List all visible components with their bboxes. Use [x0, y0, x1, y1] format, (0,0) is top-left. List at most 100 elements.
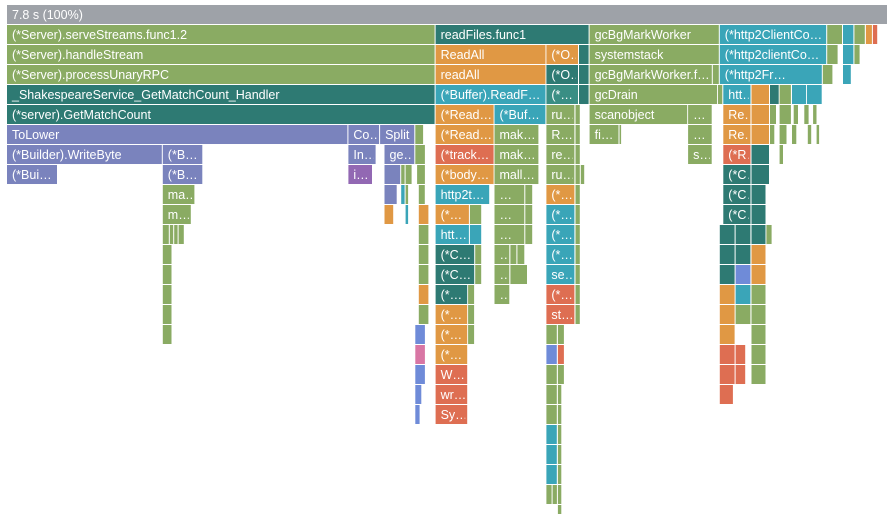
flame-frame-bar[interactable] [751, 245, 766, 264]
flame-frame-bar[interactable] [435, 405, 468, 424]
flame-frame-bar[interactable] [854, 25, 865, 44]
flame-frame[interactable]: W… [435, 365, 468, 384]
flame-frame-bar[interactable] [751, 185, 766, 204]
flame-frame[interactable] [510, 245, 517, 264]
flame-frame-bar[interactable] [718, 85, 723, 104]
flame-frame-bar[interactable] [546, 285, 575, 304]
flame-frame[interactable] [418, 185, 425, 204]
flame-frame-bar[interactable] [469, 205, 482, 224]
flame-frame[interactable] [792, 125, 797, 144]
flame-frame[interactable] [415, 145, 425, 164]
flame-frame[interactable]: (*… [546, 85, 578, 104]
flame-frame[interactable]: wr… [435, 385, 468, 404]
flame-frame[interactable] [735, 225, 751, 244]
flame-frame[interactable] [557, 365, 564, 384]
flame-frame-bar[interactable] [735, 345, 746, 364]
flame-frame-bar[interactable] [719, 365, 735, 384]
flame-frame[interactable]: ru… [546, 165, 575, 184]
flame-frame[interactable]: … [494, 225, 525, 244]
flame-frame[interactable]: re… [546, 145, 575, 164]
flame-frame[interactable]: (*C… [723, 165, 759, 184]
flame-frame-bar[interactable] [469, 225, 482, 244]
flame-frame-bar[interactable] [418, 225, 429, 244]
flame-frame[interactable] [751, 225, 766, 244]
flame-frame-bar[interactable] [401, 185, 405, 204]
flame-frame[interactable] [557, 405, 562, 424]
flame-frame[interactable]: (*… [435, 285, 468, 304]
flame-frame[interactable] [418, 305, 429, 324]
flame-frame-bar[interactable] [418, 285, 429, 304]
flame-frame-bar[interactable] [7, 125, 348, 144]
flame-frame-bar[interactable] [688, 105, 712, 124]
flame-frame-bar[interactable] [751, 105, 770, 124]
flame-frame-bar[interactable] [557, 345, 564, 364]
flame-frame[interactable] [405, 205, 409, 224]
flame-frame-bar[interactable] [580, 165, 585, 184]
flame-frame-bar[interactable] [546, 245, 575, 264]
flame-frame[interactable] [751, 265, 766, 284]
flame-frame[interactable] [854, 45, 860, 64]
flame-frame-bar[interactable] [435, 85, 546, 104]
flame-frame-bar[interactable] [525, 205, 533, 224]
flame-frame-bar[interactable] [546, 145, 575, 164]
flame-frame-bar[interactable] [779, 145, 783, 164]
root-frame-bar[interactable] [7, 5, 887, 24]
flame-frame-bar[interactable] [843, 45, 854, 64]
flame-frame-bar[interactable] [688, 145, 712, 164]
flame-frame[interactable] [557, 465, 562, 484]
flame-frame[interactable] [719, 285, 735, 304]
flame-frame[interactable] [735, 365, 746, 384]
flame-frame[interactable] [807, 125, 812, 144]
flame-frame-bar[interactable] [418, 305, 429, 324]
flame-frame[interactable] [751, 205, 766, 224]
root-frame[interactable]: 7.8 s (100%) [7, 5, 887, 24]
flame-frame[interactable] [546, 485, 552, 504]
flame-frame-bar[interactable] [557, 485, 562, 504]
flame-frame-bar[interactable] [546, 65, 578, 84]
flame-frame[interactable]: … [494, 185, 525, 204]
flame-frame[interactable] [751, 365, 766, 384]
flame-frame[interactable] [575, 265, 580, 284]
flame-frame-bar[interactable] [510, 245, 517, 264]
flame-frame[interactable] [735, 285, 751, 304]
flame-frame-bar[interactable] [435, 365, 468, 384]
flame-frame[interactable] [415, 325, 425, 344]
flame-frame[interactable]: (*Read… [435, 125, 494, 144]
flame-frame[interactable]: (*track… [435, 145, 494, 164]
flame-frame-bar[interactable] [384, 145, 415, 164]
flame-frame[interactable]: (*http2Fr… [719, 65, 822, 84]
flame-frame-bar[interactable] [435, 105, 494, 124]
flame-frame[interactable]: http2t… [435, 185, 490, 204]
flame-frame-bar[interactable] [589, 65, 712, 84]
flame-frame[interactable] [575, 105, 580, 124]
flame-frame-bar[interactable] [494, 285, 510, 304]
flame-frame[interactable] [401, 185, 405, 204]
flame-frame-bar[interactable] [162, 325, 172, 344]
flame-frame[interactable] [575, 125, 580, 144]
flame-frame-bar[interactable] [415, 325, 425, 344]
flame-frame[interactable] [415, 385, 422, 404]
flame-frame-bar[interactable] [751, 85, 770, 104]
flame-frame[interactable] [162, 305, 172, 324]
flame-frame-bar[interactable] [546, 45, 578, 64]
flame-frame-bar[interactable] [418, 265, 429, 284]
flame-frame-bar[interactable] [766, 225, 772, 244]
flame-frame-bar[interactable] [162, 185, 195, 204]
flame-frame-bar[interactable] [719, 385, 733, 404]
flame-frame[interactable] [804, 105, 809, 124]
flame-frame-bar[interactable] [770, 105, 776, 124]
flame-frame-bar[interactable] [557, 425, 562, 444]
flame-frame-bar[interactable] [162, 285, 172, 304]
flame-frame[interactable] [557, 445, 562, 464]
flame-frame-bar[interactable] [162, 245, 172, 264]
flame-frame[interactable] [735, 265, 751, 284]
flame-frame[interactable]: gcBgMarkWorker [589, 25, 719, 44]
flame-frame-bar[interactable] [435, 385, 468, 404]
flame-frame[interactable] [751, 165, 770, 184]
flame-frame-bar[interactable] [719, 305, 735, 324]
flame-frame[interactable] [384, 185, 397, 204]
flame-frame-bar[interactable] [405, 205, 409, 224]
flame-frame-bar[interactable] [546, 85, 578, 104]
flame-frame[interactable] [735, 305, 751, 324]
flame-frame-bar[interactable] [735, 245, 751, 264]
